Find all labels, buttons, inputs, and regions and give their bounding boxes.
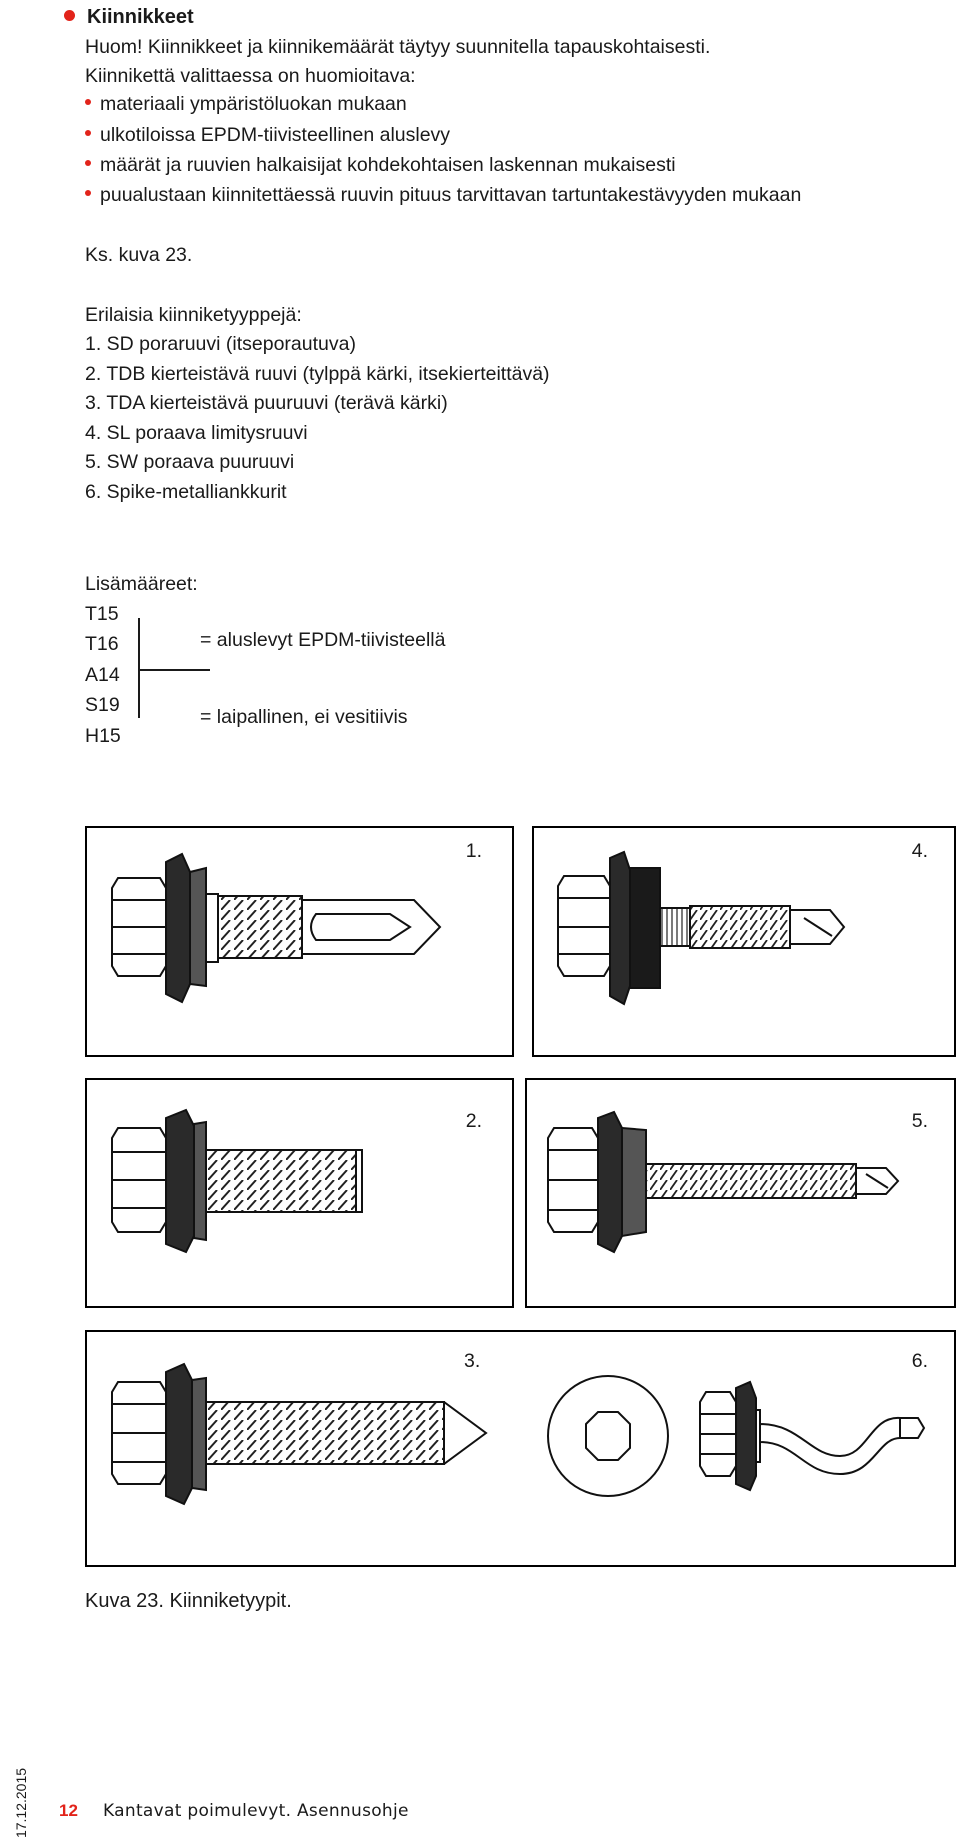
consideration-item: määrät ja ruuvien halkaisijat kohdekohta… — [85, 150, 676, 180]
figure-label: 6. — [911, 1350, 928, 1372]
screw-sl-icon — [557, 850, 846, 1006]
bracket-divider — [138, 669, 210, 671]
bullet-icon — [64, 10, 75, 22]
type-item: 5. SW poraava puuruuvi — [85, 451, 295, 473]
figure-label: 3. — [464, 1350, 481, 1372]
bullet-icon — [85, 129, 91, 136]
suffix-code: S19 — [85, 694, 120, 716]
type-item: 3. TDA kierteistävä puuruuvi (terävä kär… — [85, 392, 448, 414]
consideration-item: materiaali ympäristöluokan mukaan — [85, 89, 407, 119]
type-item: 4. SL poraava limitysruuvi — [85, 422, 308, 444]
types-title: Erilaisia kiinniketyyppejä: — [85, 304, 302, 326]
type-item: 2. TDB kierteistävä ruuvi (tylppä kärki,… — [85, 363, 550, 385]
page-number: 12 — [59, 1801, 78, 1820]
see-figure-text: Ks. kuva 23. — [85, 244, 193, 266]
consideration-item: puualustaan kiinnitettäessä ruuvin pituu… — [85, 180, 801, 210]
bullet-icon — [85, 159, 91, 166]
suffix-code: T16 — [85, 633, 119, 655]
footer-date: 17.12.2015 — [13, 1767, 29, 1839]
section-heading: Kiinnikkeet — [64, 2, 194, 32]
type-item: 1. SD poraruuvi (itseporautuva) — [85, 333, 356, 355]
document-title: Kantavat poimulevyt. Asennusohje — [103, 1801, 409, 1821]
intro-line-1: Huom! Kiinnikkeet ja kiinnikemäärät täyt… — [85, 36, 711, 58]
bracket-line — [138, 618, 140, 718]
suffix-meaning: = aluslevyt EPDM-tiivisteellä — [200, 629, 446, 651]
suffix-title: Lisämääreet: — [85, 573, 198, 595]
figure-label: 4. — [911, 840, 928, 862]
screw-sd-icon — [111, 852, 442, 1004]
figure-label: 2. — [465, 1110, 482, 1132]
figure-label: 1. — [465, 840, 482, 862]
consideration-item: ulkotiloissa EPDM-tiivisteellinen alusle… — [85, 120, 450, 150]
type-item: 6. Spike-metalliankkurit — [85, 481, 287, 503]
spike-anchor-icon — [547, 1375, 926, 1497]
suffix-code: T15 — [85, 603, 119, 625]
screw-tda-icon — [111, 1362, 488, 1506]
bullet-icon — [85, 98, 91, 105]
suffix-code: H15 — [85, 725, 121, 747]
intro-line-2: Kiinnikettä valittaessa on huomioitava: — [85, 65, 416, 87]
heading-text: Kiinnikkeet — [87, 6, 194, 28]
bullet-icon — [85, 189, 91, 196]
figure-label: 5. — [911, 1110, 928, 1132]
screw-sw-icon — [547, 1110, 900, 1254]
suffix-meaning: = laipallinen, ei vesitiivis — [200, 706, 408, 728]
suffix-code: A14 — [85, 664, 120, 686]
screw-tdb-icon — [111, 1108, 363, 1254]
figure-caption: Kuva 23. Kiinniketyypit. — [85, 1590, 292, 1612]
